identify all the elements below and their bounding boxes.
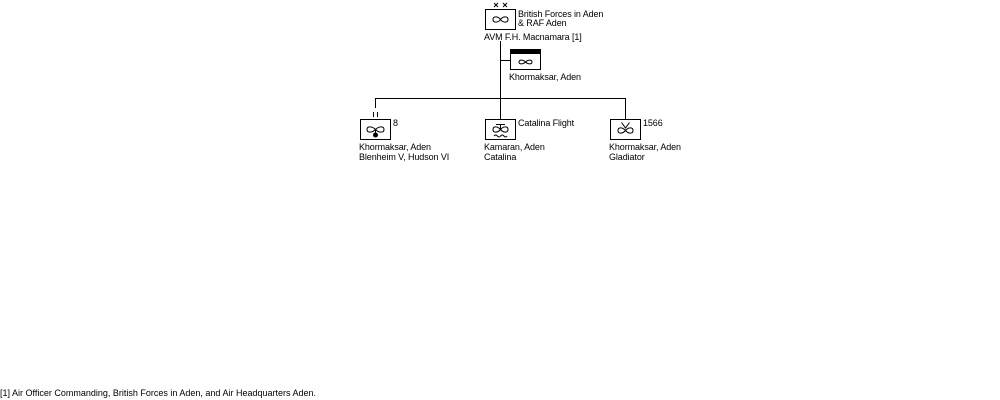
bomber-role-dot-icon [373,132,378,138]
hq-commander: AVM F.H. Macnamara [1] [484,32,582,42]
unit-designation: 8 [393,118,398,128]
unit-aircraft: Blenheim V, Hudson VI [359,152,450,162]
division-size-marker [493,2,508,8]
squadron-size-marker [373,112,378,117]
connector-lines [375,41,626,119]
unit-location: Khormaksar, Aden [609,142,681,152]
hq-name-line2: & RAF Aden [518,18,567,28]
air-force-wings-icon [492,126,509,133]
fighter-role-chevron-icon [621,122,630,129]
flight-1566-symbol [610,119,641,140]
station-symbol [510,49,541,70]
unit-designation: 1566 [643,118,663,128]
air-force-wings-icon [617,127,634,134]
station-location: Khormaksar, Aden [509,72,581,82]
catalina-flight-symbol [485,119,516,140]
hq-name-line1: British Forces in Aden [518,9,604,19]
unit-location: Khormaksar, Aden [359,142,431,152]
air-force-wings-icon [366,126,385,133]
air-force-wings-icon [518,59,533,65]
footnote: [1] Air Officer Commanding, British Forc… [0,388,316,398]
hq-unit-symbol [485,9,516,30]
unit-designation: Catalina Flight [518,118,575,128]
squadron-8-symbol [360,119,391,140]
maritime-wave-icon [493,134,508,138]
unit-aircraft: Catalina [484,152,517,162]
unit-aircraft: Gladiator [609,152,645,162]
air-force-wings-icon [492,16,509,23]
unit-location: Kamaran, Aden [484,142,545,152]
